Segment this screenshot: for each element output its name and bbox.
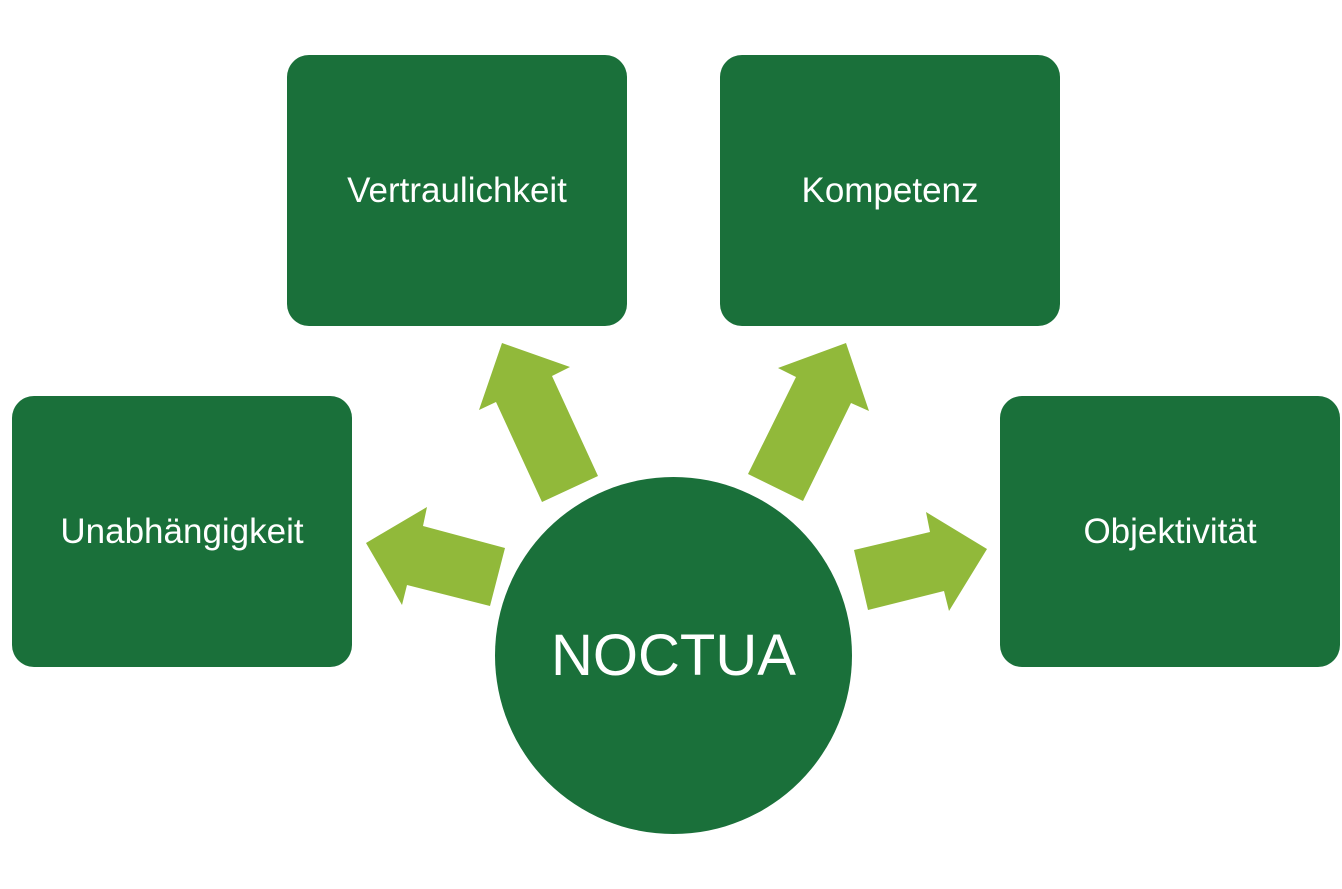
node-label: Objektivität <box>1083 511 1257 551</box>
arrow-to-kompetenz <box>748 343 869 501</box>
node-label: Kompetenz <box>801 170 979 210</box>
center-node-noctua: NOCTUA <box>495 477 852 834</box>
arrow-to-objektivitaet <box>854 512 987 611</box>
center-label: NOCTUA <box>551 623 796 688</box>
arrow-to-vertraulichkeit <box>479 343 598 502</box>
arrow-to-unabhaengigkeit <box>366 507 505 606</box>
node-vertraulichkeit: Vertraulichkeit <box>287 55 627 326</box>
node-unabhaengigkeit: Unabhängigkeit <box>12 396 352 667</box>
node-kompetenz: Kompetenz <box>720 55 1060 326</box>
node-label: Vertraulichkeit <box>347 170 567 210</box>
node-label: Unabhängigkeit <box>60 511 304 551</box>
node-objektivitaet: Objektivität <box>1000 396 1340 667</box>
